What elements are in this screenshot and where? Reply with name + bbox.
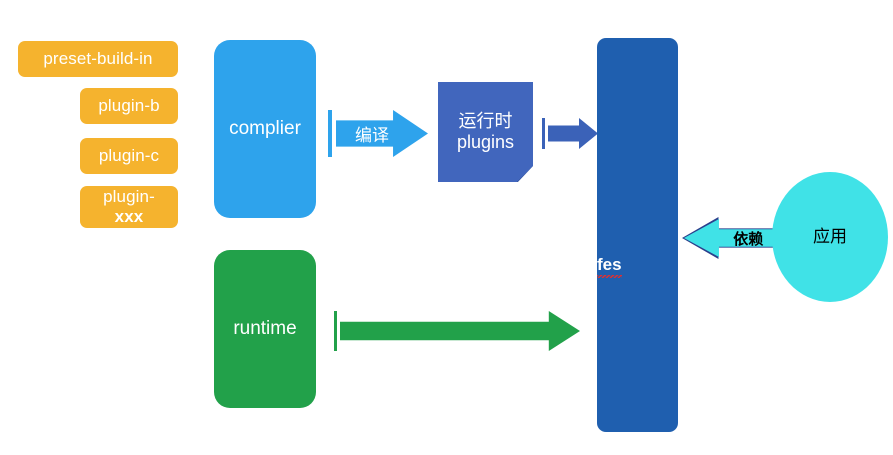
node-application-label: 应用 [813,227,847,247]
plugin-chip-plugin-b[interactable]: plugin-b [80,88,178,124]
node-runtime-plugins[interactable]: 运行时 plugins [438,82,533,182]
node-runtime[interactable]: runtime [214,250,316,408]
node-fes-label: fes [597,255,622,278]
node-complier-label: complier [229,118,301,140]
plugin-chip-plugin-xxx[interactable]: plugin- xxx [80,186,178,228]
arrow-runtime-to-fes [334,311,580,351]
node-fes[interactable]: fes [597,38,678,432]
arrow-depend: 依赖 [682,217,778,259]
plugin-chip-label: plugin-c [98,146,160,166]
arrow-plugins-to-fes [542,118,598,149]
plugin-chip-plugin-c[interactable]: plugin-c [80,138,178,174]
arrow-compile-label: 编译 [355,126,389,145]
arrow-compile-tail [328,110,332,157]
node-runtime-plugins-label-line1: 运行时 [458,111,513,132]
arrow-runtime-to-fes-tail [334,311,337,351]
node-runtime-plugins-label-line2: plugins [456,132,515,152]
folded-corner-icon [517,166,533,182]
plugin-chip-preset-build-in[interactable]: preset-build-in [18,41,178,77]
arrow-plugins-to-fes-tail [542,118,545,149]
arrow-compile: 编译 [328,110,428,157]
node-complier[interactable]: complier [214,40,316,218]
arrow-compile-body: 编译 [336,110,428,157]
plugin-chip-label-line2: xxx [114,207,144,226]
node-application[interactable]: 应用 [772,172,888,302]
plugin-chip-label: plugin-b [98,96,160,116]
plugin-chip-label-line1: plugin- [103,187,155,207]
node-runtime-label: runtime [233,318,297,340]
arrow-plugins-to-fes-body [548,118,598,149]
arrow-depend-label: 依赖 [733,230,764,248]
plugin-chip-label: preset-build-in [43,49,153,69]
arrow-runtime-to-fes-body [340,311,580,351]
